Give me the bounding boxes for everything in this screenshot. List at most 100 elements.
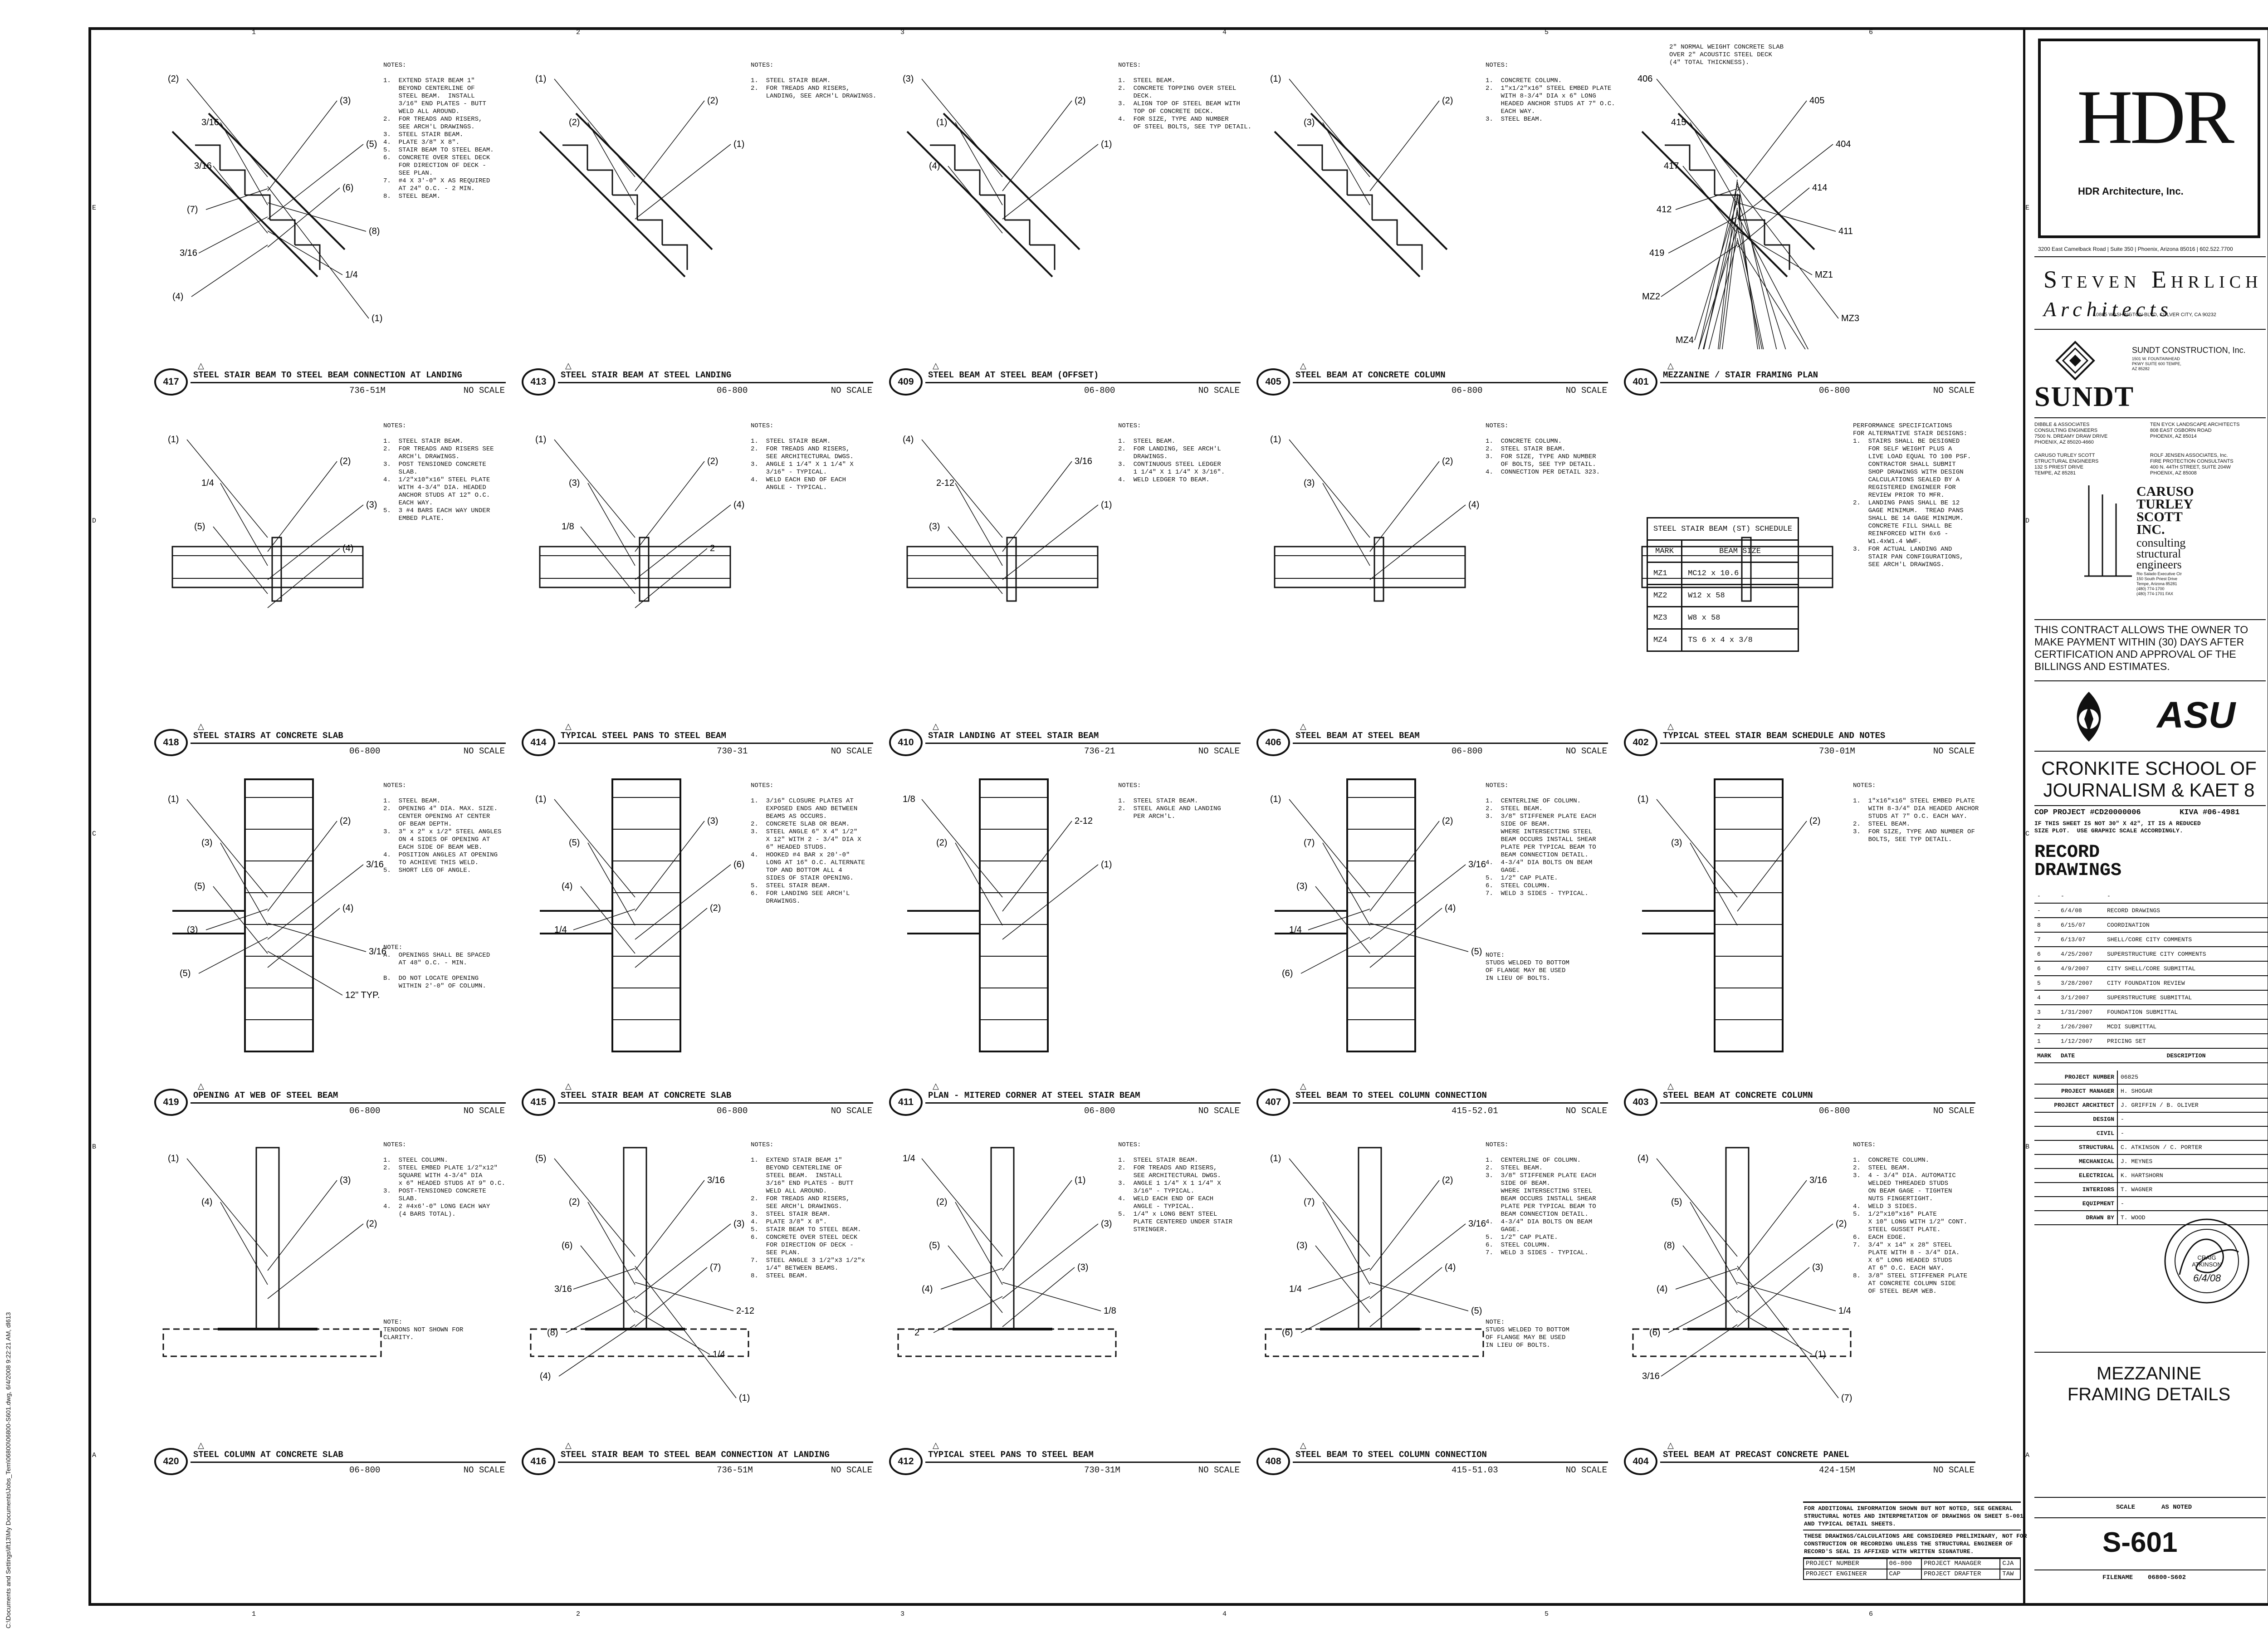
detail-scale: NO SCALE bbox=[1198, 1465, 1240, 1475]
revision-cell: 1/31/2007 bbox=[2058, 1005, 2104, 1020]
callout-label: (3) bbox=[1077, 1262, 1088, 1272]
detail-title: TYPICAL STEEL STAIR BEAM SCHEDULE AND NO… bbox=[1663, 731, 1886, 741]
leader-line bbox=[267, 504, 364, 580]
detail-title-bar: 410 △ STAIR LANDING AT STEEL STAIR BEAM … bbox=[889, 722, 1250, 761]
schedule-cell: MZ2 bbox=[1646, 584, 1683, 607]
warning-triangle-icon: △ bbox=[565, 722, 572, 731]
detail-notes: NOTES: 1. EXTEND STAIR BEAM 1" BEYOND CE… bbox=[751, 1141, 865, 1280]
ehrlich-address: 10865 WASHINGTON BLVD, CULVER CITY, CA 9… bbox=[2093, 312, 2216, 318]
detail-notes: NOTES: 1. STEEL STAIR BEAM. 2. STEEL ANG… bbox=[1118, 782, 1221, 820]
title-rule bbox=[191, 1462, 506, 1463]
leader-line bbox=[554, 1158, 635, 1257]
callout-label: 3/16 bbox=[1809, 1175, 1827, 1185]
callout-label: (4) bbox=[342, 903, 353, 913]
detail-number: 402 bbox=[1624, 729, 1657, 756]
leader-line bbox=[1002, 504, 1099, 580]
callout-label: (3) bbox=[1671, 838, 1682, 848]
revision-cell: 1/26/2007 bbox=[2058, 1019, 2104, 1034]
callout-label: (3) bbox=[340, 1175, 351, 1185]
detail-403: (1)(2)(3)NOTES: 1. 1"x16"x16" STEEL EMBE… bbox=[1624, 761, 1984, 1120]
schedule-cell: MZ4 bbox=[1646, 628, 1683, 652]
detail-reference: 424-15M bbox=[1819, 1465, 1855, 1475]
callout-label: (4) bbox=[922, 1284, 933, 1294]
proj-cell: PROJECT DRAFTER bbox=[1921, 1569, 2001, 1580]
kiva-number: KIVA #06-4981 bbox=[2180, 808, 2240, 817]
detail-404: (4)3/16(5)(2)(8)(3)(4)1/4(6)(1)3/16(7)NO… bbox=[1624, 1120, 1984, 1480]
callout-label: (2) bbox=[1836, 1219, 1847, 1229]
detail-drawing: (1)(2)(7)3/16(3)(4)1/4(5)(6) bbox=[1270, 778, 1486, 1052]
callout-label: (4) bbox=[1445, 1262, 1456, 1272]
callout-label: (3) bbox=[1812, 1262, 1823, 1272]
detail-title: STEEL BEAM TO STEEL COLUMN CONNECTION bbox=[1295, 1090, 1487, 1100]
warning-triangle-icon: △ bbox=[1667, 722, 1674, 731]
detail-number: 420 bbox=[154, 1448, 188, 1475]
ehrlich-name: Steven Ehrlich bbox=[2043, 266, 2263, 293]
leader-line bbox=[220, 122, 268, 205]
callout-label: 1/4 bbox=[903, 1154, 915, 1164]
leader-line bbox=[267, 1223, 364, 1299]
detail-reference: 736-21 bbox=[1084, 746, 1115, 756]
schedule-cell: MC12 x 10.6 bbox=[1681, 562, 1799, 585]
leader-line bbox=[635, 1223, 731, 1299]
callout-label: (2) bbox=[936, 838, 947, 848]
detail-number: 413 bbox=[522, 368, 555, 396]
callout-label: 419 bbox=[1649, 248, 1664, 258]
callout-label: (1) bbox=[1270, 74, 1281, 84]
leader-line bbox=[220, 1202, 268, 1285]
detail-drawing: (4)3/16(5)(2)(8)(3)(4)1/4(6)(1)3/16(7) bbox=[1632, 1147, 1852, 1403]
detail-drawing: (1)(2)(2)(1) bbox=[535, 74, 744, 278]
callout-label: (7) bbox=[187, 205, 198, 215]
revision-cell: - bbox=[2104, 889, 2268, 904]
leader-line bbox=[1656, 1158, 1738, 1257]
leader-line bbox=[1322, 483, 1370, 566]
grid-letter: B bbox=[92, 1143, 97, 1151]
detail-drawing: (1)(2)(3) bbox=[1637, 778, 1820, 1052]
detail-notes: NOTES: 1. STEEL BEAM. 2. FOR LANDING, SE… bbox=[1118, 422, 1225, 484]
revision-row: --- bbox=[2034, 889, 2268, 904]
leader-line bbox=[1737, 1180, 1807, 1271]
callout-label: 3/16 bbox=[201, 117, 219, 127]
callout-label: (4) bbox=[1468, 500, 1479, 510]
title-rule bbox=[925, 1102, 1241, 1104]
leader-line bbox=[1289, 439, 1370, 538]
detail-number: 412 bbox=[889, 1448, 923, 1475]
callout-label: 1/4 bbox=[345, 270, 358, 280]
warning-triangle-icon: △ bbox=[565, 361, 572, 370]
callout-label: MZ1 bbox=[1815, 270, 1833, 280]
detail-title-bar: 413 △ STEEL STAIR BEAM AT STEEL LANDING … bbox=[522, 361, 882, 400]
leader-line bbox=[1308, 1268, 1370, 1290]
leader-line bbox=[1002, 1267, 1075, 1327]
leader-line bbox=[198, 937, 268, 974]
leader-line bbox=[1717, 179, 1738, 349]
detail-title: STEEL BEAM AT PRECAST CONCRETE PANEL bbox=[1663, 1450, 1849, 1460]
leader-line bbox=[186, 439, 268, 538]
callout-label: (1) bbox=[168, 794, 179, 804]
grid-letter: D bbox=[2025, 517, 2030, 525]
callout-label: (3) bbox=[201, 838, 212, 848]
detail-407: (1)(2)(7)3/16(3)(4)1/4(5)(6)NOTES: 1. CE… bbox=[1256, 761, 1617, 1120]
callout-label: (1) bbox=[1637, 794, 1648, 804]
callout-label: (2) bbox=[710, 903, 721, 913]
detail-title-bar: 401 △ MEZZANINE / STAIR FRAMING PLAN 06-… bbox=[1624, 361, 1984, 400]
detail-title-bar: 407 △ STEEL BEAM TO STEEL COLUMN CONNECT… bbox=[1256, 1081, 1617, 1120]
team-role: PROJECT NUMBER bbox=[2034, 1071, 2117, 1085]
callout-label: (5) bbox=[1671, 1197, 1682, 1207]
leader-line bbox=[198, 216, 268, 254]
grid-number: 1 bbox=[252, 1610, 256, 1618]
team-role: ELECTRICAL bbox=[2034, 1169, 2117, 1183]
callout-label: (1) bbox=[1270, 794, 1281, 804]
detail-reference: 06-800 bbox=[1084, 386, 1115, 396]
callout-label: (6) bbox=[1282, 968, 1293, 978]
callout-label: (1) bbox=[535, 794, 546, 804]
leader-line bbox=[554, 78, 635, 177]
callout-label: (6) bbox=[342, 183, 353, 193]
callout-label: (4) bbox=[1445, 903, 1456, 913]
callout-label: (5) bbox=[1471, 947, 1482, 957]
revision-cell: PRICING SET bbox=[2104, 1034, 2268, 1049]
callout-label: 2 bbox=[914, 1328, 919, 1338]
callout-label: (1) bbox=[1270, 435, 1281, 445]
